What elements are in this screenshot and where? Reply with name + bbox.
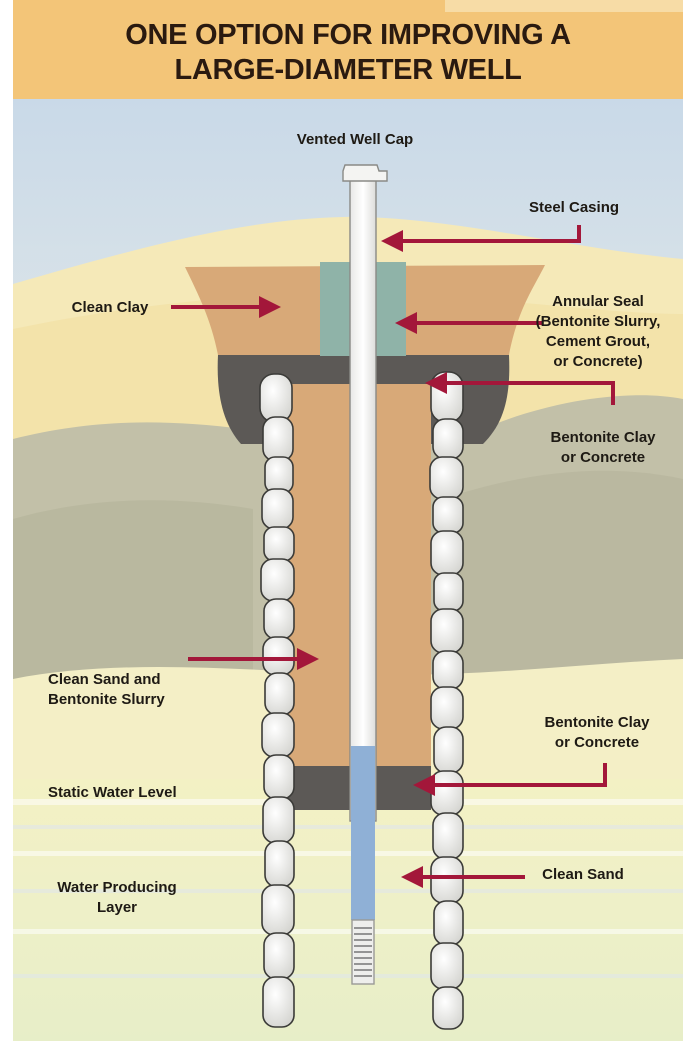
label-steel-casing: Steel Casing <box>514 198 634 218</box>
label-bentonite-bottom: Bentonite Clay or Concrete <box>532 713 662 753</box>
label-water-producing: Water Producing Layer <box>42 878 192 918</box>
label-bentonite-bottom-line2: or Concrete <box>532 733 662 753</box>
steel-casing-pipe <box>350 177 376 821</box>
label-bentonite-bottom-line1: Bentonite Clay <box>532 713 662 733</box>
label-annular-seal-line4: or Concrete) <box>528 352 668 372</box>
label-bentonite-top-line2: or Concrete <box>538 448 668 468</box>
label-clean-sand-text: Clean Sand <box>528 865 638 885</box>
label-static-water-level-text: Static Water Level <box>48 783 208 803</box>
label-clean-sand: Clean Sand <box>528 865 638 885</box>
title-line-2: LARGE-DIAMETER WELL <box>13 53 683 88</box>
stone-wall-right <box>430 372 463 1029</box>
label-water-producing-line1: Water Producing <box>42 878 192 898</box>
label-bentonite-top-line1: Bentonite Clay <box>538 428 668 448</box>
stone-wall-left <box>260 374 294 1027</box>
label-bentonite-top: Bentonite Clay or Concrete <box>538 428 668 468</box>
label-annular-seal-line3: Cement Grout, <box>528 332 668 352</box>
label-water-producing-line2: Layer <box>42 898 192 918</box>
well-screen <box>352 920 374 984</box>
label-clean-sand-bentonite: Clean Sand and Bentonite Slurry <box>48 670 198 710</box>
label-annular-seal-line1: Annular Seal <box>528 292 668 312</box>
title-line-1: ONE OPTION FOR IMPROVING A <box>13 18 683 53</box>
label-steel-casing-text: Steel Casing <box>514 198 634 218</box>
label-clean-clay-text: Clean Clay <box>60 298 160 318</box>
label-static-water-level: Static Water Level <box>48 783 208 803</box>
label-annular-seal-line2: (Bentonite Slurry, <box>528 312 668 332</box>
banner-tab <box>445 0 683 12</box>
water-in-casing <box>351 746 375 920</box>
label-clean-sand-bentonite-line1: Clean Sand and <box>48 670 198 690</box>
label-vented-well-cap: Vented Well Cap <box>285 130 425 150</box>
label-clean-clay: Clean Clay <box>60 298 160 318</box>
label-annular-seal: Annular Seal (Bentonite Slurry, Cement G… <box>528 292 668 372</box>
label-vented-well-cap-text: Vented Well Cap <box>285 130 425 150</box>
diagram-title: ONE OPTION FOR IMPROVING A LARGE-DIAMETE… <box>13 18 683 88</box>
label-clean-sand-bentonite-line2: Bentonite Slurry <box>48 690 198 710</box>
